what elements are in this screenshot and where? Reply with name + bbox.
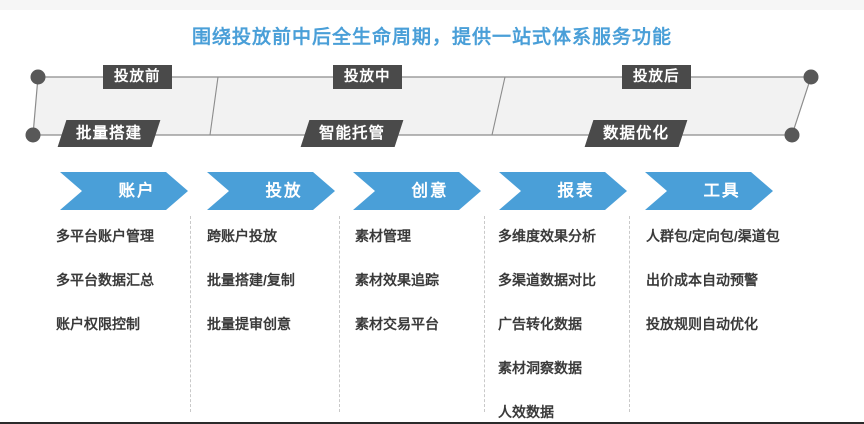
category-arrow-report[interactable]: 报表 [499,172,627,210]
list-item[interactable]: 人群包/定向包/渠道包 [646,228,780,244]
timeline-node-bottom-left [25,127,41,143]
column-divider-2 [339,216,340,412]
capability-chip-smart-hosting-label: 智能托管 [319,125,386,142]
timeline-divider-2 [491,76,506,136]
list-item[interactable]: 素材效果追踪 [355,272,439,288]
column-divider-1 [190,216,191,412]
page-title: 围绕投放前中后全生命周期，提供一站式体系服务功能 [191,27,672,48]
chevron-right-icon [499,172,627,210]
list-item[interactable]: 人效数据 [498,404,554,420]
capability-chip-batch-build-label: 批量搭建 [76,125,143,142]
category-arrow-tools[interactable]: 工具 [645,172,773,210]
category-arrow-creative-label: 创意 [411,182,449,200]
feature-column-creative: 素材管理 素材效果追踪 素材交易平台 [355,228,505,360]
list-item[interactable]: 多维度效果分析 [498,228,596,244]
feature-column-account: 多平台账户管理 多平台数据汇总 账户权限控制 [56,228,206,360]
feature-column-delivery: 跨账户投放 批量搭建/复制 批量提审创意 [207,228,357,360]
category-arrow-tools-label: 工具 [703,182,741,200]
capability-chip-smart-hosting[interactable]: 智能托管 [300,120,404,147]
stage-chip-post[interactable]: 投放后 [622,65,691,89]
list-item[interactable]: 跨账户投放 [207,228,277,244]
column-divider-4 [629,216,630,412]
chevron-right-icon [353,172,481,210]
list-item[interactable]: 素材交易平台 [355,316,439,332]
column-divider-3 [484,216,485,412]
stage-chip-pre[interactable]: 投放前 [103,65,172,89]
list-item[interactable]: 多平台账户管理 [56,228,154,244]
chevron-right-icon [60,172,188,210]
category-arrow-report-label: 报表 [557,182,595,200]
capability-chip-data-optimization[interactable]: 数据优化 [584,120,688,147]
capability-chip-batch-build[interactable]: 批量搭建 [57,120,161,147]
stage-chip-mid[interactable]: 投放中 [333,65,402,89]
timeline-divider-1 [209,76,219,136]
category-arrow-delivery[interactable]: 投放 [207,172,335,210]
timeline-node-top-left [30,69,46,85]
list-item[interactable]: 账户权限控制 [56,316,140,332]
chevron-right-icon [207,172,335,210]
list-item[interactable]: 素材管理 [355,228,411,244]
top-background-strip [0,0,864,10]
list-item[interactable]: 投放规则自动优化 [646,316,758,332]
category-arrow-account-label: 账户 [118,182,156,200]
list-item[interactable]: 素材洞察数据 [498,360,582,376]
category-arrow-creative[interactable]: 创意 [353,172,481,210]
timeline-node-top-right [803,69,819,85]
list-item[interactable]: 多平台数据汇总 [56,272,154,288]
list-item[interactable]: 多渠道数据对比 [498,272,596,288]
feature-column-report: 多维度效果分析 多渠道数据对比 广告转化数据 素材洞察数据 人效数据 [498,228,648,422]
list-item[interactable]: 广告转化数据 [498,316,582,332]
chevron-right-icon [645,172,773,210]
list-item[interactable]: 批量搭建/复制 [207,272,295,288]
feature-column-tools: 人群包/定向包/渠道包 出价成本自动预警 投放规则自动优化 [646,228,826,360]
category-arrow-account[interactable]: 账户 [60,172,188,210]
category-arrow-delivery-label: 投放 [265,182,303,200]
timeline-node-bottom-right [784,127,800,143]
list-item[interactable]: 批量提审创意 [207,316,291,332]
capability-chip-data-optimization-label: 数据优化 [603,125,670,142]
list-item[interactable]: 出价成本自动预警 [646,272,758,288]
